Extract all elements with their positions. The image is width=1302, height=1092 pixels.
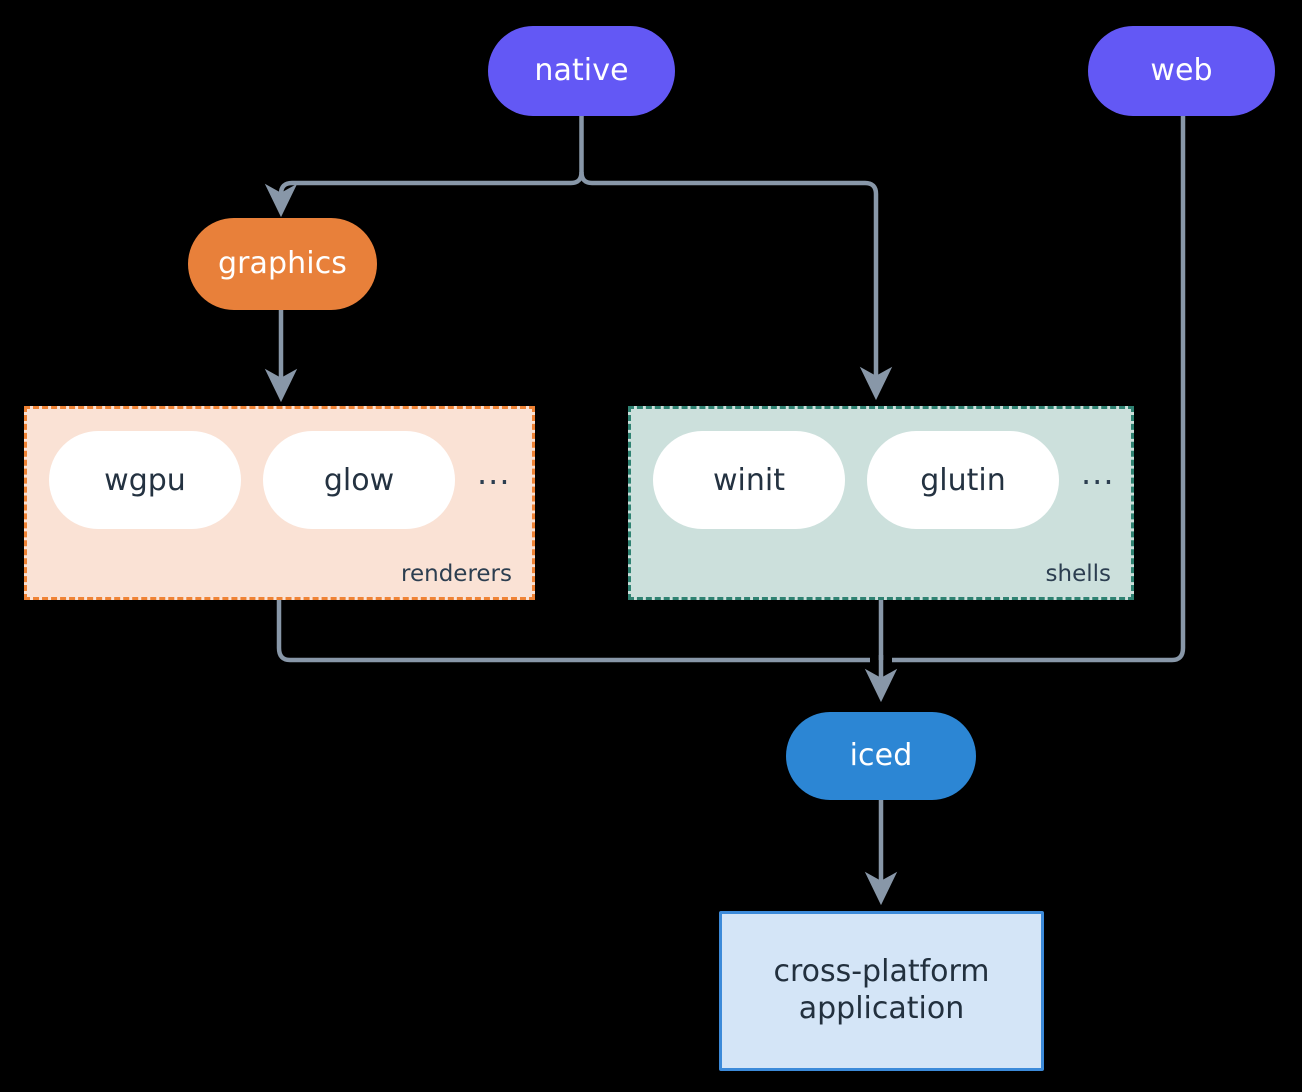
item-glow[interactable]: glow [263,431,455,529]
group-renderers-label: renderers [401,561,512,587]
node-application[interactable]: cross-platform application [719,911,1044,1071]
item-winit-label: winit [713,462,785,498]
node-iced[interactable]: iced [786,712,976,800]
node-graphics[interactable]: graphics [188,218,377,310]
item-glutin-label: glutin [920,462,1006,498]
node-application-label-line1: cross-platform [773,954,990,990]
group-renderers[interactable]: wgpu glow ... renderers [24,406,535,600]
item-wgpu-label: wgpu [104,462,186,498]
edge-native-bus [579,116,893,401]
node-native-label: native [534,52,629,88]
group-shells-items: winit glutin ... [631,431,1131,529]
node-graphics-label: graphics [217,245,348,281]
edge-renderers-to-iced [276,600,870,663]
item-glow-label: glow [323,462,395,498]
item-wgpu[interactable]: wgpu [49,431,241,529]
node-native[interactable]: native [488,26,675,116]
group-shells-label: shells [1045,561,1111,587]
node-web-label: web [1150,52,1213,88]
group-renderers-items: wgpu glow ... [27,431,532,529]
item-glutin[interactable]: glutin [867,431,1059,529]
node-application-label-line2: application [798,991,965,1026]
node-web[interactable]: web [1088,26,1275,116]
group-shells[interactable]: winit glutin ... shells [628,406,1134,600]
node-iced-label: iced [849,737,913,773]
item-winit[interactable]: winit [653,431,845,529]
edge-native-to-graphics [264,171,584,218]
renderers-more-ellipsis: ... [477,454,511,493]
shells-more-ellipsis: ... [1081,454,1115,493]
